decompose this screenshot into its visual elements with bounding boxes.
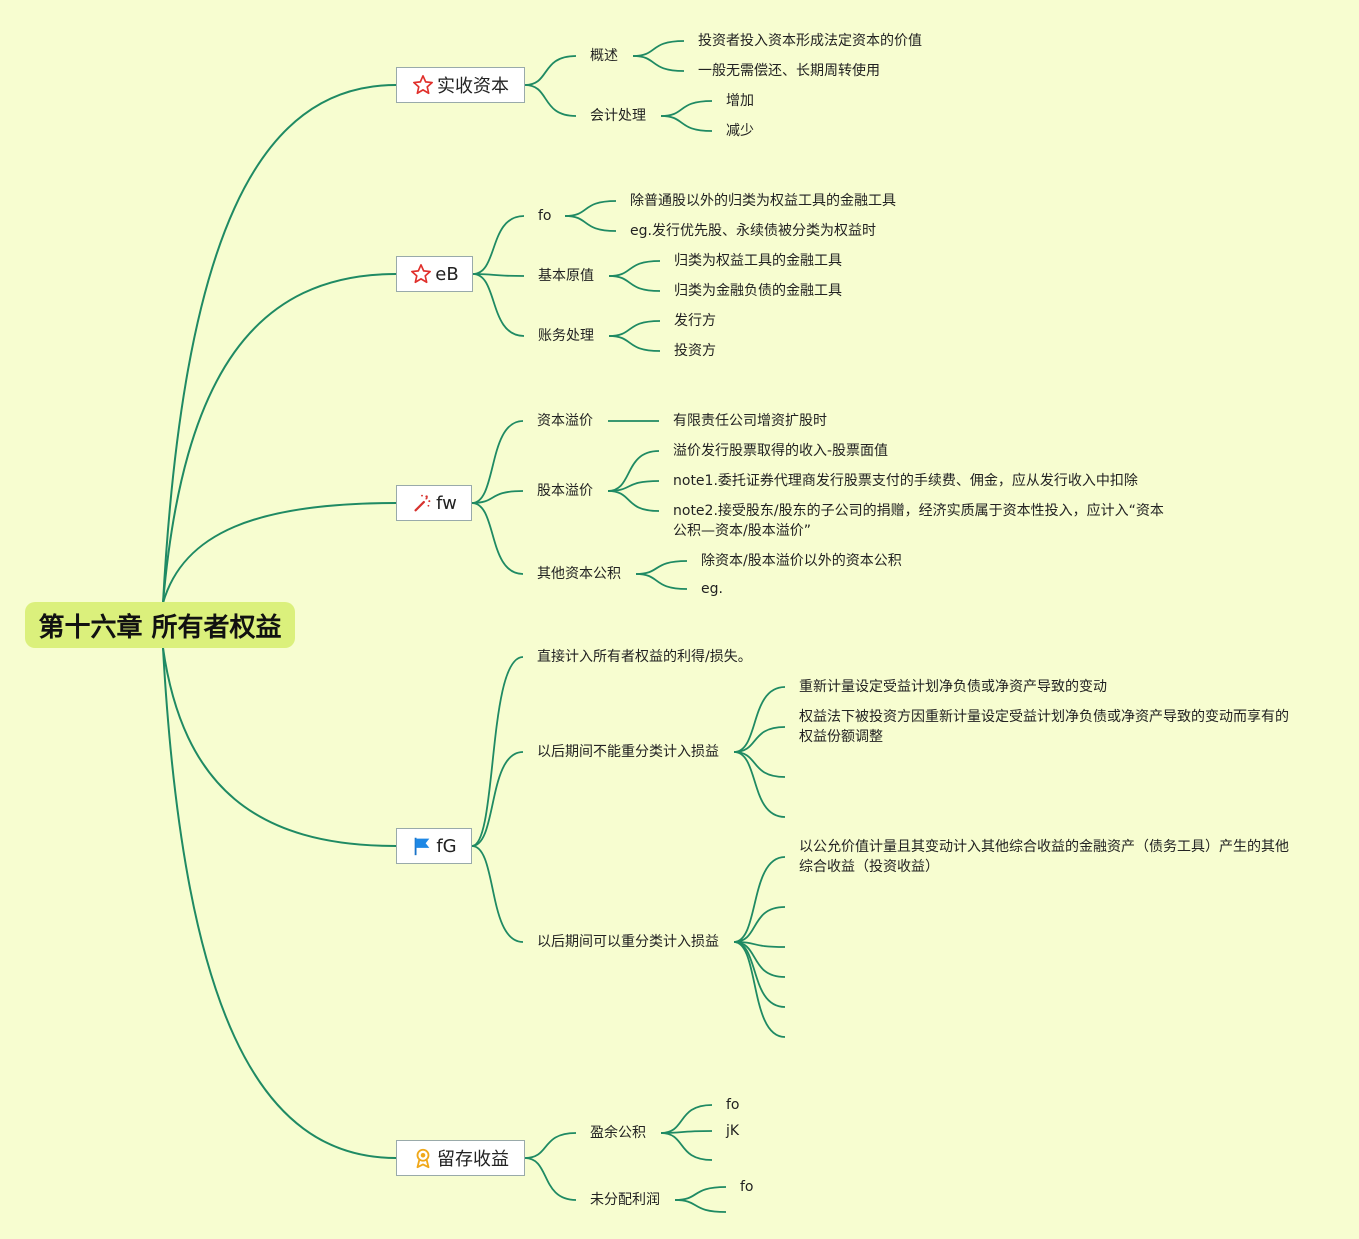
star-icon	[412, 74, 434, 96]
topic-text[interactable]: eg.	[701, 581, 723, 597]
topic-text[interactable]: 投资方	[674, 343, 716, 359]
branch-eb[interactable]: eB	[396, 256, 473, 292]
topic-direct-gains[interactable]: 直接计入所有者权益的利得/损失。	[537, 649, 752, 665]
connector	[608, 335, 661, 352]
topic-text[interactable]: 有限责任公司增资扩股时	[673, 413, 827, 429]
root-title: 第十六章 所有者权益	[38, 612, 282, 643]
connector	[733, 751, 786, 818]
connector	[472, 273, 525, 277]
connector	[471, 420, 524, 504]
connector	[471, 845, 524, 943]
star-icon	[410, 263, 432, 285]
branch-fg[interactable]: fG	[396, 828, 472, 864]
topic-text[interactable]: fo	[740, 1179, 754, 1195]
topic-text[interactable]: fo	[726, 1097, 740, 1113]
topic-overview[interactable]: 概述	[590, 48, 618, 64]
branch-label: eB	[435, 263, 459, 285]
topic-share-premium[interactable]: 股本溢价	[537, 483, 593, 499]
connector	[472, 215, 525, 275]
branch-paid-in-capital[interactable]: 实收资本	[396, 67, 525, 103]
connector	[607, 490, 660, 512]
branch-label: 留存收益	[437, 1149, 509, 1170]
branch-label: 实收资本	[437, 76, 509, 97]
connector	[564, 200, 617, 217]
branch-label: fw	[436, 492, 457, 514]
topic-text[interactable]: jK	[726, 1123, 740, 1139]
connector	[733, 751, 786, 778]
topic-text[interactable]: 除普通股以外的归类为权益工具的金融工具	[630, 193, 896, 209]
topic-text[interactable]: 重新计量设定受益计划净负债或净资产导致的变动	[799, 679, 1107, 695]
topic-text[interactable]: 除资本/股本溢价以外的资本公积	[701, 553, 902, 569]
topic-text[interactable]: 归类为金融负债的金融工具	[674, 283, 842, 299]
topic-text[interactable]: eg.发行优先股、永续债被分类为权益时	[630, 223, 876, 239]
topic-surplus-reserve[interactable]: 盈余公积	[590, 1125, 646, 1141]
topic-text[interactable]: 发行方	[674, 313, 716, 329]
connector	[635, 573, 688, 590]
topic-text[interactable]: 权益法下被投资方因重新计量设定受益计划净负债或净资产导致的变动而享有的权益份额调…	[799, 709, 1289, 745]
root-connector	[162, 647, 397, 1159]
connector	[733, 856, 786, 943]
root-connector	[162, 84, 397, 604]
connector	[674, 1199, 727, 1213]
topic-text[interactable]: 增加	[726, 93, 754, 109]
topic-text[interactable]: note1.委托证券代理商发行股票支付的手续费、佣金，应从发行收入中扣除	[673, 473, 1138, 489]
root-topic[interactable]: 第十六章 所有者权益	[25, 602, 295, 648]
connector	[660, 115, 713, 132]
topic-text[interactable]: 以公允价值计量且其变动计入其他综合收益的金融资产（债务工具）产生的其他综合收益（…	[799, 839, 1289, 875]
topic-other-capital-reserve[interactable]: 其他资本公积	[537, 566, 621, 582]
topic-fo[interactable]: fo	[538, 208, 552, 224]
connector	[608, 320, 661, 337]
topic-reclassifiable[interactable]: 以后期间可以重分类计入损益	[537, 934, 719, 950]
root-connector	[162, 502, 397, 604]
topic-text[interactable]: 归类为权益工具的金融工具	[674, 253, 842, 269]
connector	[632, 55, 685, 72]
topic-text[interactable]: 溢价发行股票取得的收入-股票面值	[673, 443, 889, 459]
topic-text[interactable]: 一般无需偿还、长期周转使用	[698, 63, 880, 79]
connector	[524, 55, 577, 86]
topic-text[interactable]: note2.接受股东/股东的子公司的捐赠，经济实质属于资本性投入，应计入“资本公…	[673, 503, 1164, 539]
connector	[733, 686, 786, 753]
magic-wand-icon	[411, 492, 433, 514]
connector	[471, 490, 524, 504]
connector	[471, 656, 524, 847]
topic-basic[interactable]: 基本原值	[538, 268, 594, 284]
connector	[472, 273, 525, 337]
topic-non-reclassifiable[interactable]: 以后期间不能重分类计入损益	[537, 744, 719, 760]
award-badge-icon	[412, 1147, 434, 1169]
connector	[608, 260, 661, 277]
topic-bookkeeping[interactable]: 账务处理	[538, 328, 594, 344]
connector	[733, 941, 786, 1038]
topic-accounting[interactable]: 会计处理	[590, 108, 646, 124]
connector	[660, 100, 713, 117]
blue-flag-icon	[411, 835, 433, 857]
branch-fw[interactable]: fw	[396, 485, 472, 521]
connector	[733, 941, 786, 1008]
connector	[524, 1157, 577, 1201]
branch-label: fG	[436, 835, 457, 857]
connector	[674, 1186, 727, 1201]
topic-undistributed-profit[interactable]: 未分配利润	[590, 1192, 660, 1208]
connector	[635, 560, 688, 575]
connector	[733, 906, 786, 943]
connector	[733, 726, 786, 753]
connector	[660, 1132, 713, 1161]
connector	[607, 450, 660, 492]
topic-text[interactable]: 投资者投入资本形成法定资本的价值	[698, 33, 922, 49]
connector	[660, 1104, 713, 1134]
root-connector	[162, 273, 397, 604]
topic-text[interactable]: 减少	[726, 123, 754, 139]
connector	[608, 275, 661, 292]
topic-capital-premium[interactable]: 资本溢价	[537, 413, 593, 429]
connector	[471, 502, 524, 575]
connector	[564, 215, 617, 232]
connector	[524, 84, 577, 117]
connector	[471, 751, 524, 847]
connector	[632, 40, 685, 57]
root-connector	[162, 647, 397, 847]
connector	[524, 1132, 577, 1159]
branch-retained-earnings[interactable]: 留存收益	[396, 1140, 525, 1176]
